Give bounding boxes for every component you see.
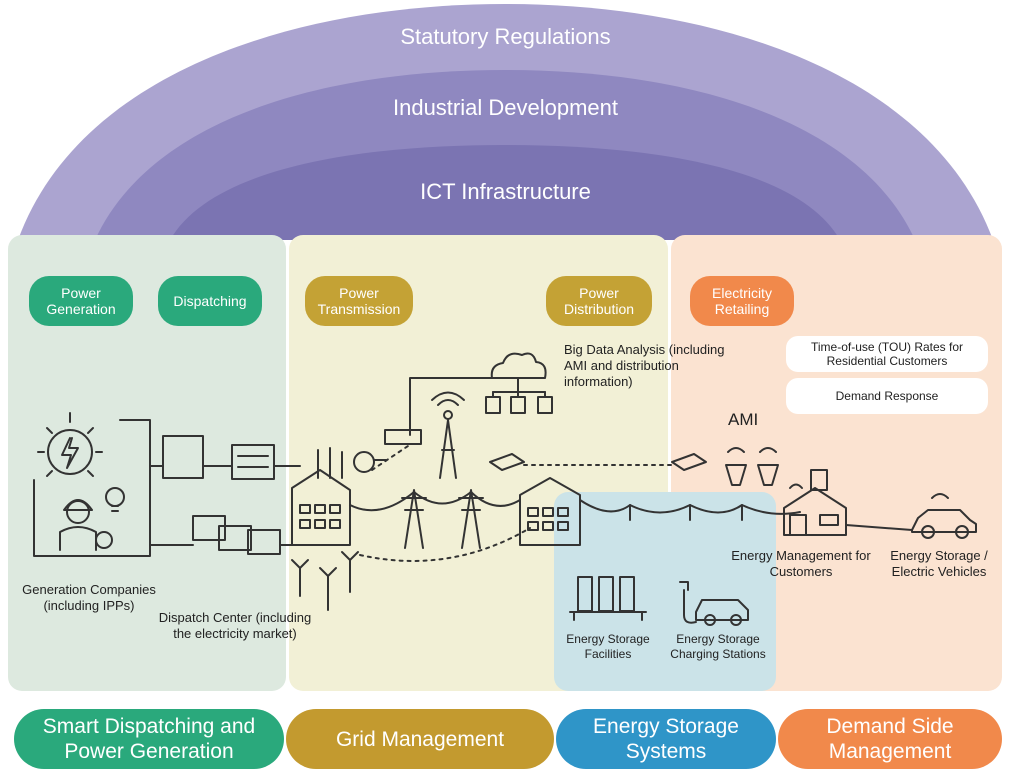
dispatch-center-icon [149, 515, 301, 555]
arc-ict-infrastructure [170, 145, 840, 240]
demand-response-box: Demand Response [786, 378, 988, 414]
pill-dispatching: Dispatching [158, 276, 262, 326]
pill-power-transmission: Power Transmission [305, 276, 413, 326]
ami-label: AMI [728, 410, 759, 429]
bottom-grid-management: Grid Management [286, 709, 554, 769]
server-icons [149, 435, 301, 480]
pill-power-distribution: Power Distribution [546, 276, 652, 326]
tou-rates-box: Time-of-use (TOU) Rates for Residential … [786, 336, 988, 372]
arc-label-statutory: Statutory Regulations [400, 24, 611, 49]
customer-house-icon [783, 469, 847, 536]
energy-storage-facility-icon [569, 576, 647, 621]
arc-label-ict: ICT Infrastructure [420, 179, 591, 204]
generation-company-icon [33, 412, 151, 557]
big-data-label: Big Data Analysis (including AMI and dis… [564, 342, 725, 389]
ami-meter-icons [725, 447, 779, 486]
charging-stations-label: Energy Storage Charging Stations [670, 632, 766, 661]
transmission-substation-icon [291, 447, 375, 546]
electric-vehicle-icon [911, 493, 977, 539]
dispatch-center-label: Dispatch Center (including the electrici… [158, 610, 312, 641]
charging-station-icon [679, 581, 749, 626]
big-data-cloud-icon [485, 352, 553, 414]
generation-companies-label: Generation Companies (including IPPs) [22, 582, 156, 613]
wind-turbine-icons [291, 551, 359, 611]
pill-power-generation: Power Generation [29, 276, 133, 326]
bottom-demand-side: Demand Side Management [778, 709, 1002, 769]
arc-label-industrial: Industrial Development [392, 95, 618, 120]
bottom-energy-storage: Energy Storage Systems [556, 709, 776, 769]
electric-vehicles-label: Energy Storage / Electric Vehicles [890, 548, 988, 579]
distribution-substation-icon [519, 477, 581, 546]
antenna-tower-icon [431, 391, 465, 479]
bottom-smart-dispatching: Smart Dispatching and Power Generation [14, 709, 284, 769]
pill-electricity-retailing: Electricity Retailing [690, 276, 794, 326]
energy-management-label: Energy Management for Customers [731, 548, 871, 579]
transmission-tower-icons [349, 489, 521, 549]
storage-facilities-label: Energy Storage Facilities [566, 632, 650, 661]
